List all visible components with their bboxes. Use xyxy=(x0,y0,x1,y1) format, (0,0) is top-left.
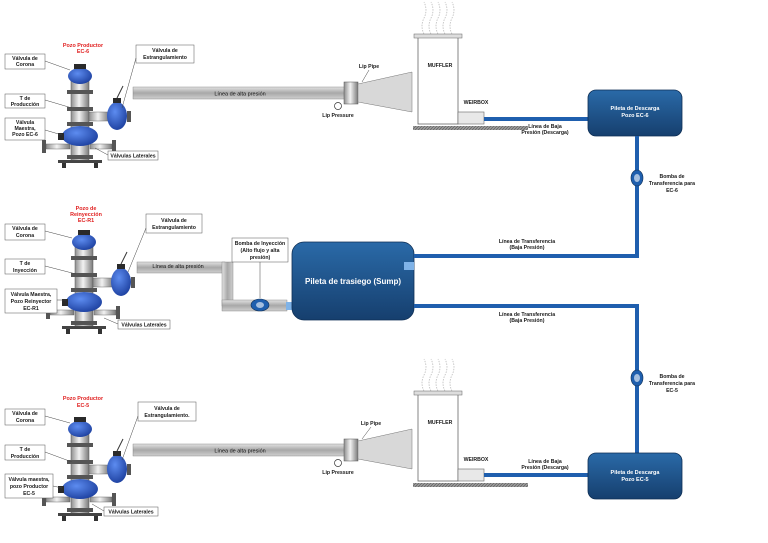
sump-tank xyxy=(291,241,415,321)
top-lip-pressure-label: Lip Pressure xyxy=(322,113,354,119)
transfer-lower-label-2: (Baja Presión) xyxy=(510,318,545,324)
middle-transfer-lower-line xyxy=(414,304,639,308)
top-lip-pressure-gauge-icon xyxy=(334,102,342,110)
top-tank-label-1: Pileta de Descarga xyxy=(611,106,661,112)
bottom-muffler-label: MUFFLER xyxy=(428,420,453,426)
middle-tee-label-2: Inyección xyxy=(13,268,37,274)
bottom-corona-label-2: Corona xyxy=(16,418,34,424)
bottom-corona-label-1: Válvula de xyxy=(12,411,38,417)
bottom-tank-label-2: Pozo EC-5 xyxy=(621,477,648,483)
middle-corona-label-1: Válvula de xyxy=(12,226,38,232)
middle-choke-label-2: Estrangulamiento xyxy=(152,225,196,231)
top-transfer-vertical-line xyxy=(635,136,639,256)
top-lip-pipe-cone xyxy=(357,71,413,113)
bottom-choke-label-2: Estrangulamiento. xyxy=(144,413,190,419)
sump-label: Pileta de trasiego (Sump) xyxy=(305,277,401,286)
top-tee-label-2: Producción xyxy=(11,102,40,108)
bottom-master-label-3: EC-5 xyxy=(23,491,35,497)
top-lip-pipe-label: Lip Pipe xyxy=(359,64,379,70)
top-tank-label-2: Pozo EC-6 xyxy=(621,113,648,119)
middle-master-label-2: Pozo Reinyector xyxy=(11,299,52,305)
bottom-lip-pipe-cone xyxy=(357,428,413,470)
bottom-well-subtitle: EC-5 xyxy=(77,403,89,409)
bottom-line-label: Línea de alta presión xyxy=(214,449,265,455)
middle-choke-label-1: Válvula de xyxy=(161,218,187,224)
bottom-lip-pipe-label: Lip Pipe xyxy=(361,421,381,427)
top-low-line-label-2: Presión (Descarga) xyxy=(521,130,569,136)
middle-tee-label-1: T de xyxy=(20,261,31,267)
transfer-upper-label-2: (Baja Presión) xyxy=(510,245,545,251)
top-choke-label-2: Estrangulamiento xyxy=(143,55,187,61)
bottom-wellhead xyxy=(41,416,132,522)
top-choke-label-1: Válvula de xyxy=(152,48,178,54)
top-pump-label-2: Transferencia para xyxy=(649,181,695,187)
middle-down-pipe xyxy=(221,261,234,307)
middle-line-label: Línea de alta presión xyxy=(152,264,203,270)
injection-pump-label-2: (Alto flujo y alta xyxy=(241,248,280,254)
bottom-lip-pressure-label: Lip Pressure xyxy=(322,470,354,476)
bottom-master-label-2: pozo Productor xyxy=(10,484,48,490)
bottom-pump-label-1: Bomba de xyxy=(659,374,684,380)
top-master-label-1: Válvula xyxy=(16,120,34,126)
bottom-tee-label-1: T de xyxy=(20,447,31,453)
bottom-low-pressure-line xyxy=(484,473,592,477)
bottom-laterales-label: Válvulas Laterales xyxy=(108,510,153,516)
top-line-label: Línea de alta presión xyxy=(214,92,265,98)
top-well-title: Pozo Productor xyxy=(63,43,104,49)
transfer-lower-label-1: Línea de Transferencia xyxy=(499,312,555,318)
top-corona-label-1: Válvula de xyxy=(12,56,38,62)
injection-pump-label-3: presión) xyxy=(250,255,271,261)
injection-pump-label-1: Bomba de Inyección xyxy=(235,241,285,247)
bottom-low-line-label-2: Presión (Descarga) xyxy=(521,465,569,471)
top-low-line-label-1: Línea de Baja xyxy=(528,124,562,130)
middle-master-label-1: Válvula Maestra, xyxy=(11,292,52,298)
top-corona-label-2: Corona xyxy=(16,62,34,68)
middle-master-label-3: EC-R1 xyxy=(23,306,39,312)
top-pump-label-3: EC-6 xyxy=(666,188,678,194)
middle-well-title: Pozo de xyxy=(76,206,97,212)
bottom-pump-label-3: EC-5 xyxy=(666,388,678,394)
top-weirbox-label: WEIRBOX xyxy=(464,100,489,106)
top-well-section: Pozo Productor EC-6 Válvula de Corona T … xyxy=(4,1,695,256)
bottom-lip-pipe-fitting xyxy=(343,438,359,462)
bottom-tank-label-1: Pileta de Descarga xyxy=(611,470,661,476)
bottom-low-line-label-1: Línea de Baja xyxy=(528,459,562,465)
top-lip-pipe-fitting xyxy=(343,81,359,105)
bottom-well-title: Pozo Productor xyxy=(63,396,104,402)
bottom-lip-pressure-gauge-icon xyxy=(334,459,342,467)
top-pump-label-1: Bomba de xyxy=(659,174,684,180)
middle-laterales-label: Válvulas Laterales xyxy=(121,323,166,329)
middle-corona-label-2: Corona xyxy=(16,233,34,239)
bottom-tee-label-2: Producción xyxy=(11,454,40,460)
bottom-discharge-tank xyxy=(587,452,683,500)
top-master-label-3: Pozo EC-6 xyxy=(12,132,38,138)
middle-transfer-upper-line xyxy=(414,254,639,258)
top-well-subtitle: EC-6 xyxy=(77,49,89,55)
bottom-pump-label-2: Transferencia para xyxy=(649,381,695,387)
top-muffler-label: MUFFLER xyxy=(428,63,453,69)
bottom-choke-label-1: Válvula de xyxy=(154,406,180,412)
top-low-pressure-line xyxy=(484,117,592,121)
middle-well-subtitle: Reinyección xyxy=(70,212,102,218)
transfer-upper-label-1: Línea de Transferencia xyxy=(499,239,555,245)
top-tee-label-1: T de xyxy=(20,96,31,102)
middle-well-subtitle-2: EC-R1 xyxy=(78,218,94,224)
bottom-well-section: Pozo Productor EC-5 Válvula de Corona T … xyxy=(4,358,695,522)
bottom-weirbox-label: WEIRBOX xyxy=(464,457,489,463)
top-master-label-2: Maestra, xyxy=(14,126,36,132)
middle-wellhead xyxy=(45,229,136,335)
bottom-master-label-1: Válvula maestra, xyxy=(9,477,51,483)
top-laterales-label: Válvulas Laterales xyxy=(110,154,155,160)
middle-well-section: Pozo de Reinyección EC-R1 Válvula de Cor… xyxy=(4,206,644,454)
